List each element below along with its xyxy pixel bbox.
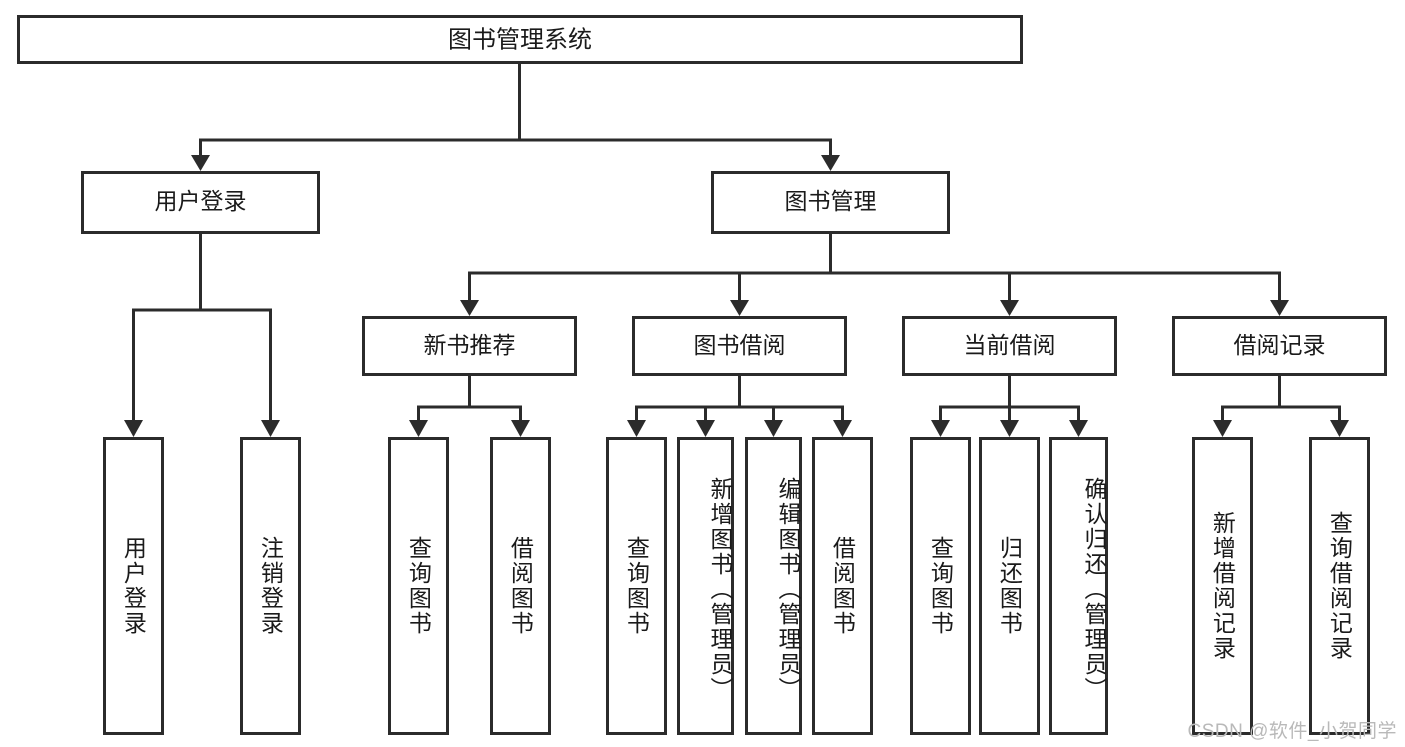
- node-book-management[interactable]: 图书管理: [711, 171, 950, 234]
- arrow-head-icon: [931, 420, 950, 437]
- arrow-head-icon: [821, 155, 840, 171]
- arrow-head-icon: [409, 420, 428, 437]
- arrow-head-icon: [627, 420, 646, 437]
- leaf-box[interactable]: [1049, 437, 1108, 735]
- node-label: 当前借阅: [964, 332, 1056, 358]
- connector-borrow-record-to-leaves: [1213, 373, 1349, 437]
- node-label: 图书借阅: [694, 332, 786, 358]
- node-label: 借阅记录: [1234, 332, 1326, 358]
- arrow-head-icon: [191, 155, 210, 171]
- node-label: 图书管理系统: [448, 26, 592, 53]
- leaf-box[interactable]: [910, 437, 971, 735]
- node-label: 图书管理: [785, 188, 877, 214]
- node-new-book-recommend[interactable]: 新书推荐: [362, 316, 577, 376]
- node-box[interactable]: [362, 316, 577, 376]
- arrow-head-icon: [764, 420, 783, 437]
- arrow-head-icon: [730, 300, 749, 316]
- leaf-box[interactable]: [490, 437, 551, 735]
- arrow-head-icon: [511, 420, 530, 437]
- arrow-head-icon: [1270, 300, 1289, 316]
- arrow-head-icon: [833, 420, 852, 437]
- arrow-head-icon: [1000, 420, 1019, 437]
- connector-root-to-level2: [191, 61, 840, 171]
- node-current-borrow[interactable]: 当前借阅: [902, 316, 1117, 376]
- connector-new-book-recommend-to-leaves: [409, 373, 530, 437]
- node-box[interactable]: [902, 316, 1117, 376]
- leaf-box[interactable]: [388, 437, 449, 735]
- connector-current-borrow-to-leaves: [931, 373, 1088, 437]
- node-label: 新书推荐: [424, 332, 516, 358]
- connector-book-borrow-to-leaves: [627, 373, 852, 437]
- node-box[interactable]: [81, 171, 320, 234]
- node-label: 用户登录: [155, 188, 247, 214]
- node-book-borrow[interactable]: 图书借阅: [632, 316, 847, 376]
- leaf-box[interactable]: [677, 437, 734, 735]
- leaf-box[interactable]: [240, 437, 301, 735]
- arrow-head-icon: [1069, 420, 1088, 437]
- leaf-box[interactable]: [745, 437, 802, 735]
- node-box[interactable]: [1172, 316, 1387, 376]
- arrow-head-icon: [1213, 420, 1232, 437]
- connector-book-management-to-level3: [460, 231, 1289, 316]
- arrow-head-icon: [460, 300, 479, 316]
- connector-user-login-to-leaves: [124, 231, 280, 437]
- arrow-head-icon: [696, 420, 715, 437]
- watermark-text: CSDN @软件_小贺同学: [1187, 721, 1397, 742]
- node-box[interactable]: [711, 171, 950, 234]
- leaf-box[interactable]: [812, 437, 873, 735]
- leaf-box[interactable]: [979, 437, 1040, 735]
- arrow-head-icon: [1000, 300, 1019, 316]
- node-user-login[interactable]: 用户登录: [81, 171, 320, 234]
- arrow-head-icon: [124, 420, 143, 437]
- leaf-box[interactable]: [1309, 437, 1370, 735]
- node-box[interactable]: [17, 15, 1023, 64]
- arrow-head-icon: [1330, 420, 1349, 437]
- node-box[interactable]: [632, 316, 847, 376]
- leaf-box[interactable]: [103, 437, 164, 735]
- node-borrow-record[interactable]: 借阅记录: [1172, 316, 1387, 376]
- leaf-box[interactable]: [606, 437, 667, 735]
- node-root[interactable]: 图书管理系统: [17, 15, 1023, 64]
- leaf-boxes: [103, 437, 1370, 735]
- arrow-head-icon: [261, 420, 280, 437]
- leaf-box[interactable]: [1192, 437, 1253, 735]
